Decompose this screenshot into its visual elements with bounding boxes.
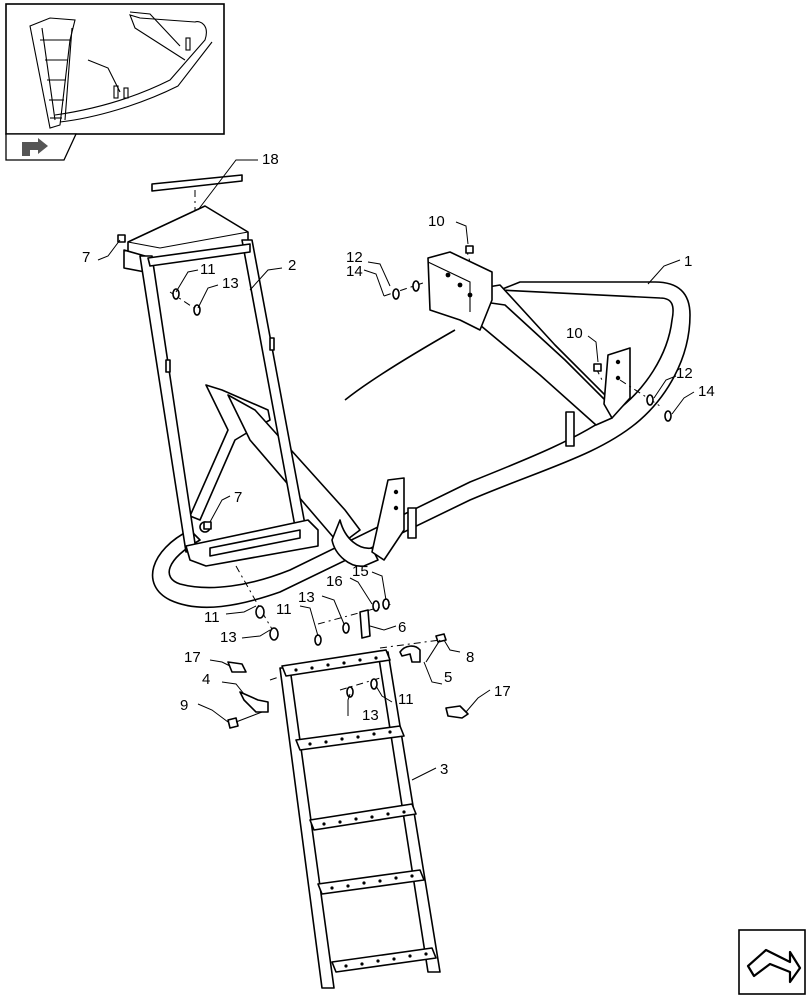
callout-11-c: 11 — [276, 601, 292, 618]
callout-13-d: 13 — [362, 707, 379, 724]
back-arrow-icon[interactable] — [5, 133, 78, 161]
callout-14-b: 14 — [698, 383, 715, 400]
callout-11: 11 — [200, 261, 216, 278]
callout-8: 8 — [466, 649, 474, 666]
callout-12-b: 12 — [676, 365, 693, 382]
part-2-upper-ladder — [123, 205, 319, 567]
callout-15: 15 — [352, 563, 369, 580]
hardware-parts — [117, 234, 672, 729]
callout-18: 18 — [262, 151, 279, 168]
callout-16: 16 — [326, 573, 343, 590]
callout-13: 13 — [222, 275, 239, 292]
callout-13-c: 13 — [220, 629, 237, 646]
callout-17-b: 17 — [494, 683, 511, 700]
callout-labels: 18 7 11 13 2 10 12 14 1 10 12 14 7 16 15… — [82, 151, 715, 778]
navigation-arrow-icon[interactable] — [738, 929, 806, 995]
part-3-step-ladder — [279, 649, 441, 989]
callout-13-b: 13 — [298, 589, 315, 606]
part-18-decal — [151, 174, 243, 192]
callout-7-b: 7 — [234, 489, 242, 506]
callout-1: 1 — [684, 253, 692, 270]
callout-11-d: 11 — [398, 691, 414, 708]
callout-10-b: 10 — [566, 325, 583, 342]
callout-10: 10 — [428, 213, 445, 230]
callout-6: 6 — [398, 619, 406, 636]
callout-17: 17 — [184, 649, 201, 666]
callout-9: 9 — [180, 697, 188, 714]
callout-5: 5 — [444, 669, 452, 686]
callout-2: 2 — [288, 257, 296, 274]
callout-12: 12 — [346, 249, 363, 266]
callout-3: 3 — [440, 761, 448, 778]
callout-11-b: 11 — [204, 609, 220, 626]
callout-14: 14 — [346, 263, 363, 280]
callout-4: 4 — [202, 671, 210, 688]
callout-7: 7 — [82, 249, 90, 266]
leader-lines — [97, 159, 695, 781]
assembly-thumbnail-icon[interactable] — [5, 3, 225, 135]
